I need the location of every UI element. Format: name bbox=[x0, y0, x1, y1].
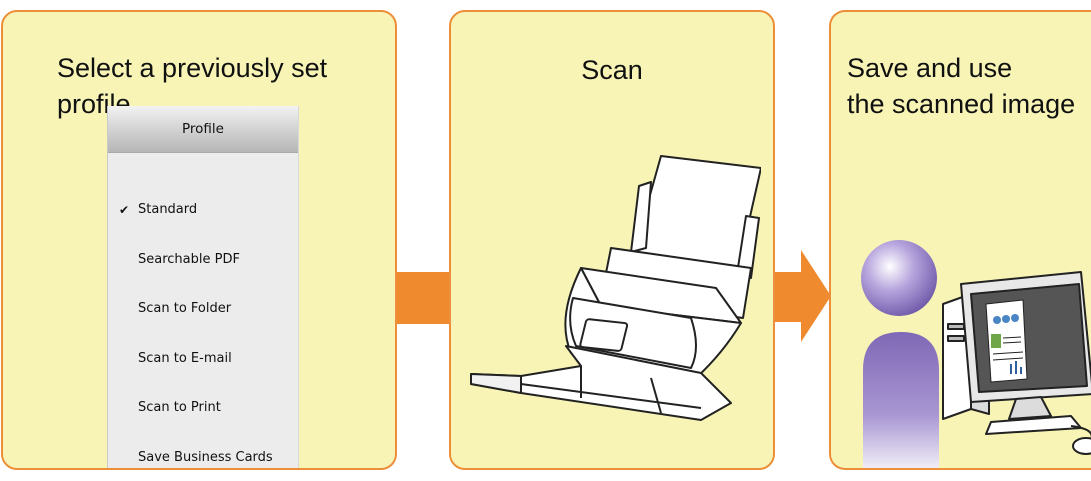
profile-menu: Profile ✔ Standard Searchable PDF Scan t… bbox=[107, 106, 299, 468]
profile-menu-header: Profile bbox=[108, 106, 298, 153]
step2-text: Scan bbox=[581, 55, 643, 85]
profile-menu-item-searchable-pdf[interactable]: Searchable PDF bbox=[108, 248, 298, 272]
step3-text-line2: the scanned image bbox=[847, 89, 1076, 119]
computer-icon bbox=[942, 271, 1091, 455]
menu-item-label: Scan to Print bbox=[138, 400, 221, 415]
arrow-right-icon bbox=[397, 272, 449, 324]
menu-item-label: Standard bbox=[138, 202, 198, 217]
menu-item-label: Scan to Folder bbox=[138, 301, 232, 316]
step-panel-select-profile: Select a previously set profile Profile … bbox=[1, 10, 397, 470]
scanner-icon bbox=[470, 155, 761, 421]
step1-text-line1: Select a previously set bbox=[57, 53, 328, 83]
step-panel-scan: Scan bbox=[449, 10, 775, 470]
menu-item-label: Scan to E-mail bbox=[138, 351, 232, 366]
step-panel-save-and-use: Save and use the scanned image bbox=[829, 10, 1091, 470]
checkmark-icon: ✔ bbox=[119, 203, 130, 217]
profile-menu-item-scan-to-print[interactable]: Scan to Print bbox=[108, 396, 298, 420]
profile-menu-item-scan-to-email[interactable]: Scan to E-mail bbox=[108, 347, 298, 371]
profile-menu-item-standard[interactable]: ✔ Standard bbox=[108, 198, 298, 222]
person-icon bbox=[861, 240, 939, 468]
arrow-right-icon bbox=[775, 250, 831, 342]
profile-menu-item-save-business-cards[interactable]: Save Business Cards bbox=[108, 446, 298, 468]
step3-text-line1: Save and use bbox=[847, 53, 1013, 83]
menu-item-label: Save Business Cards bbox=[138, 450, 273, 465]
menu-item-label: Searchable PDF bbox=[138, 252, 240, 267]
profile-menu-item-scan-to-folder[interactable]: Scan to Folder bbox=[108, 297, 298, 321]
